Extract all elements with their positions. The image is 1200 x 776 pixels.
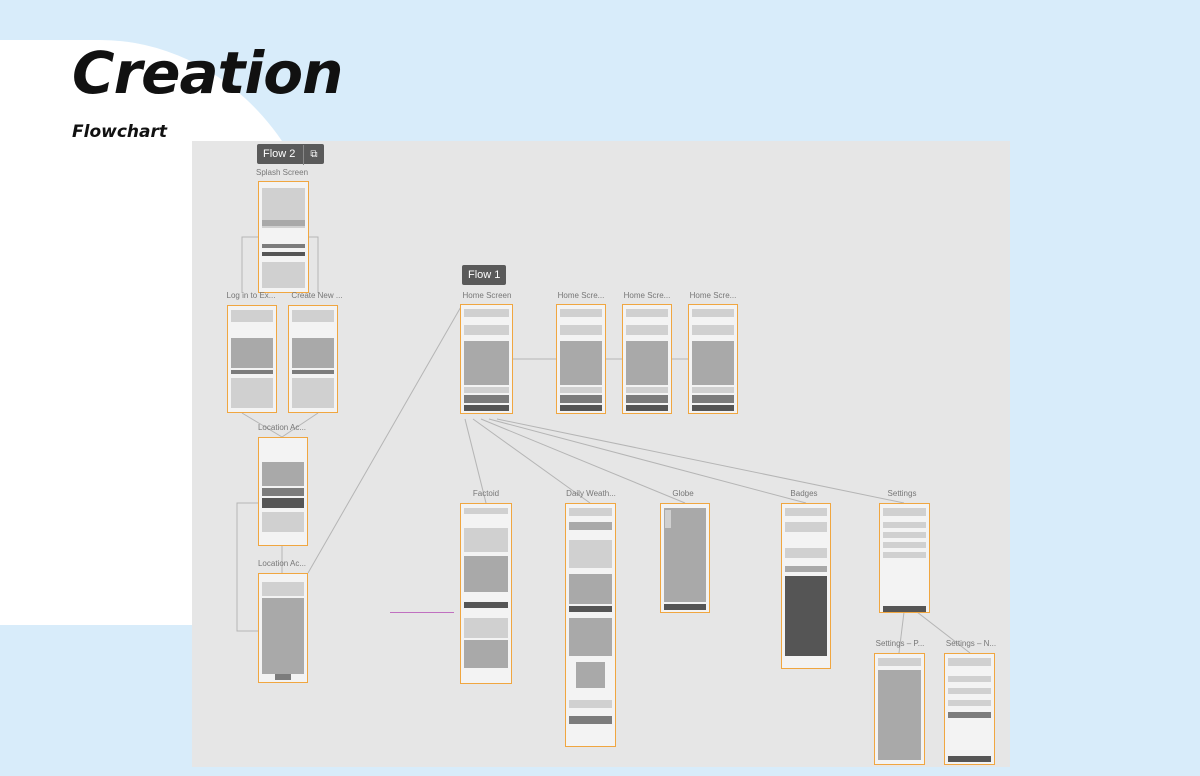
home-screen-4-frame[interactable] xyxy=(688,304,738,414)
location-access-1-frame[interactable] xyxy=(258,437,308,546)
factoid-label: Factoid xyxy=(472,489,500,498)
login-screen-frame[interactable] xyxy=(227,305,277,413)
settings-n-frame[interactable] xyxy=(944,653,995,765)
home-screen-3-label: Home Scre... xyxy=(623,291,671,300)
flowchart-canvas[interactable]: Flow 2 ⧉ Flow 1 Splash Screen Log in to E… xyxy=(192,141,1010,767)
link-icon[interactable]: ⧉ xyxy=(303,145,318,165)
settings-frame[interactable] xyxy=(879,503,930,613)
daily-weather-frame[interactable] xyxy=(565,503,616,747)
create-account-screen-frame[interactable] xyxy=(288,305,338,413)
login-screen-label: Log in to Ex... xyxy=(226,291,276,300)
factoid-frame[interactable] xyxy=(460,503,512,684)
badges-frame[interactable] xyxy=(781,503,831,669)
home-screen-2-label: Home Scre... xyxy=(557,291,605,300)
page-subtitle: Flowchart xyxy=(72,122,167,142)
location-access-2-frame[interactable] xyxy=(258,573,308,683)
flow-1-label: Flow 1 xyxy=(468,269,501,281)
daily-weather-label: Daily Weath... xyxy=(566,489,616,498)
location-access-2-label: Location Ac... xyxy=(257,559,307,568)
globe-label: Globe xyxy=(672,489,694,498)
settings-p-label: Settings – P... xyxy=(875,639,925,648)
settings-label: Settings xyxy=(887,489,917,498)
home-screen-frame[interactable] xyxy=(460,304,513,414)
flow-1-badge[interactable]: Flow 1 xyxy=(462,265,507,285)
annotation-line xyxy=(390,612,454,613)
home-screen-2-frame[interactable] xyxy=(556,304,606,414)
globe-frame[interactable] xyxy=(660,503,710,613)
page-title: Creation xyxy=(72,39,343,107)
splash-screen-label: Splash Screen xyxy=(255,168,309,177)
create-screen-label: Create New ... xyxy=(291,291,343,300)
home-screen-3-frame[interactable] xyxy=(622,304,672,414)
badges-label: Badges xyxy=(790,489,818,498)
settings-p-frame[interactable] xyxy=(874,653,925,765)
home-screen-label: Home Screen xyxy=(462,291,512,300)
home-screen-4-label: Home Scre... xyxy=(689,291,737,300)
flow-2-badge[interactable]: Flow 2 ⧉ xyxy=(257,144,324,165)
location-access-1-label: Location Ac... xyxy=(257,423,307,432)
settings-n-label: Settings – N... xyxy=(945,639,997,648)
splash-screen-frame[interactable] xyxy=(258,181,309,293)
flow-2-label: Flow 2 xyxy=(263,148,296,160)
